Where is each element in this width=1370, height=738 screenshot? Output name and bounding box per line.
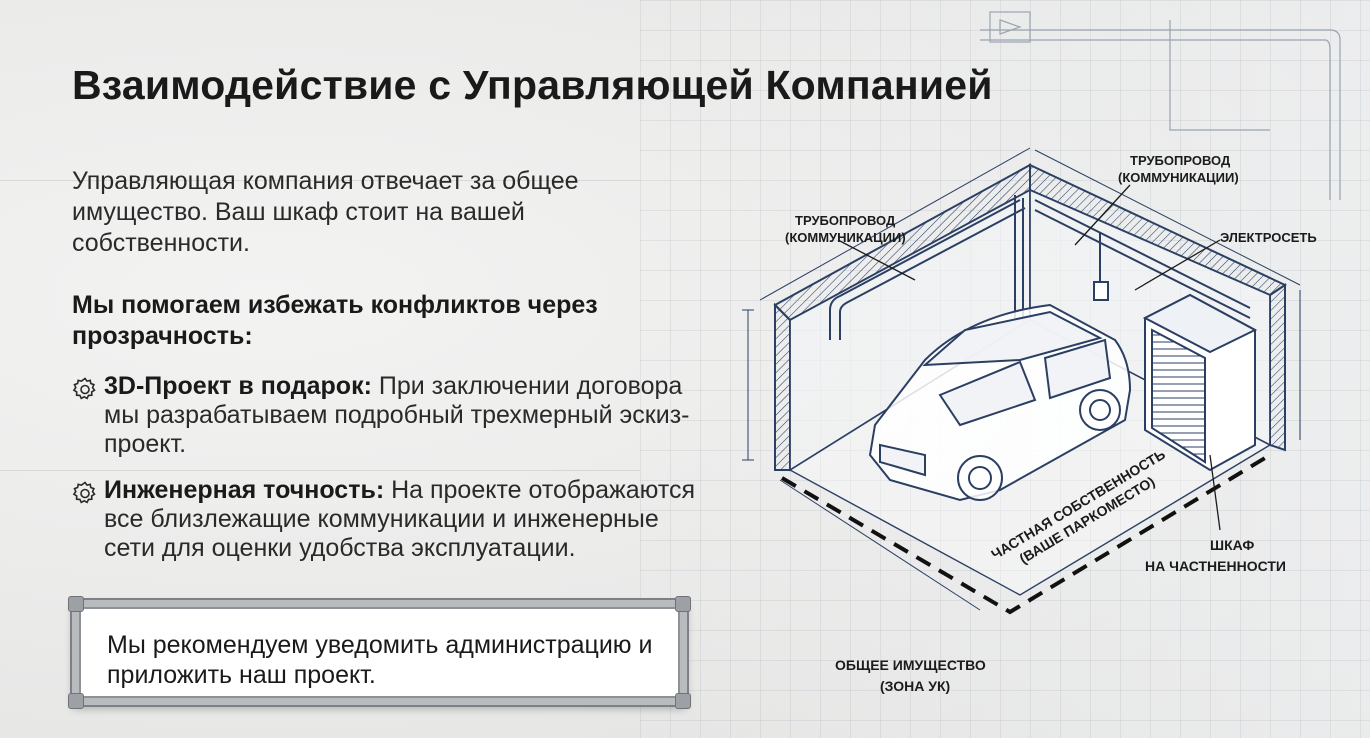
gear-icon: [72, 377, 96, 400]
leader-lines: [837, 184, 1221, 531]
frame-bolt: [675, 596, 691, 612]
feature-engineering-accuracy: Инженерная точность: На проекте отобража…: [72, 476, 712, 563]
concrete-seam: [0, 180, 640, 181]
label-cabinet-sub: НА ЧАСТНЕННОСТИ: [1145, 558, 1286, 574]
feature-description: При заключении договора мы разрабатываем…: [104, 372, 690, 458]
background-conduit-lines: [980, 11, 1341, 200]
dimension-lines: [742, 147, 1301, 611]
gear-icon: [72, 481, 96, 504]
feature-title: Инженерная точность:: [104, 476, 385, 504]
concrete-seam: [0, 470, 640, 471]
cabinet-drawing: [1142, 293, 1258, 472]
right-wall-edge: [1269, 283, 1286, 452]
left-wall-edge: [774, 302, 791, 471]
feature-description: На проекте отображаются все близлежащие …: [104, 476, 696, 562]
section-subheading: Мы помогаем избежать конфликтов через пр…: [72, 291, 598, 350]
label-pipe-top: ТРУБОПРОВОД: [1130, 153, 1231, 168]
frame-bolt: [68, 596, 84, 612]
label-pipe-left-sub: (КОММУНИКАЦИИ): [785, 230, 906, 245]
pipes: [829, 195, 1251, 340]
label-common-property: ОБЩЕЕ ИМУЩЕСТВО: [835, 657, 986, 673]
car-drawing: [868, 303, 1132, 502]
intro-paragraph: Управляющая компания отвечает за общее и…: [72, 167, 579, 257]
label-electric: ЭЛЕКТРОСЕТЬ: [1220, 230, 1317, 245]
label-cabinet: ШКАФ: [1210, 537, 1254, 553]
frame-bolt: [68, 693, 84, 709]
frame-bolt: [675, 693, 691, 709]
feature-title: 3D-Проект в подарок:: [104, 372, 372, 400]
label-pipe-top-sub: (КОММУНИКАЦИИ): [1118, 170, 1239, 185]
recommendation-callout: Мы рекомендуем уведомить администрацию и…: [68, 596, 691, 709]
page-title: Взаимодействие с Управляющей Компанией: [72, 62, 993, 108]
private-property-boundary: [780, 453, 1272, 615]
garage-blueprint-illustration: ТРУБОПРОВОД (КОММУНИКАЦИИ) ТРУБОПРОВОД (…: [742, 11, 1341, 694]
label-pipe-left: ТРУБОПРОВОД: [795, 213, 896, 228]
feature-3d-project: 3D-Проект в подарок: При заключении дого…: [72, 372, 712, 459]
label-common-zone: (ЗОНА УК): [880, 678, 950, 694]
callout-text: Мы рекомендуем уведомить администрацию и…: [107, 631, 653, 689]
